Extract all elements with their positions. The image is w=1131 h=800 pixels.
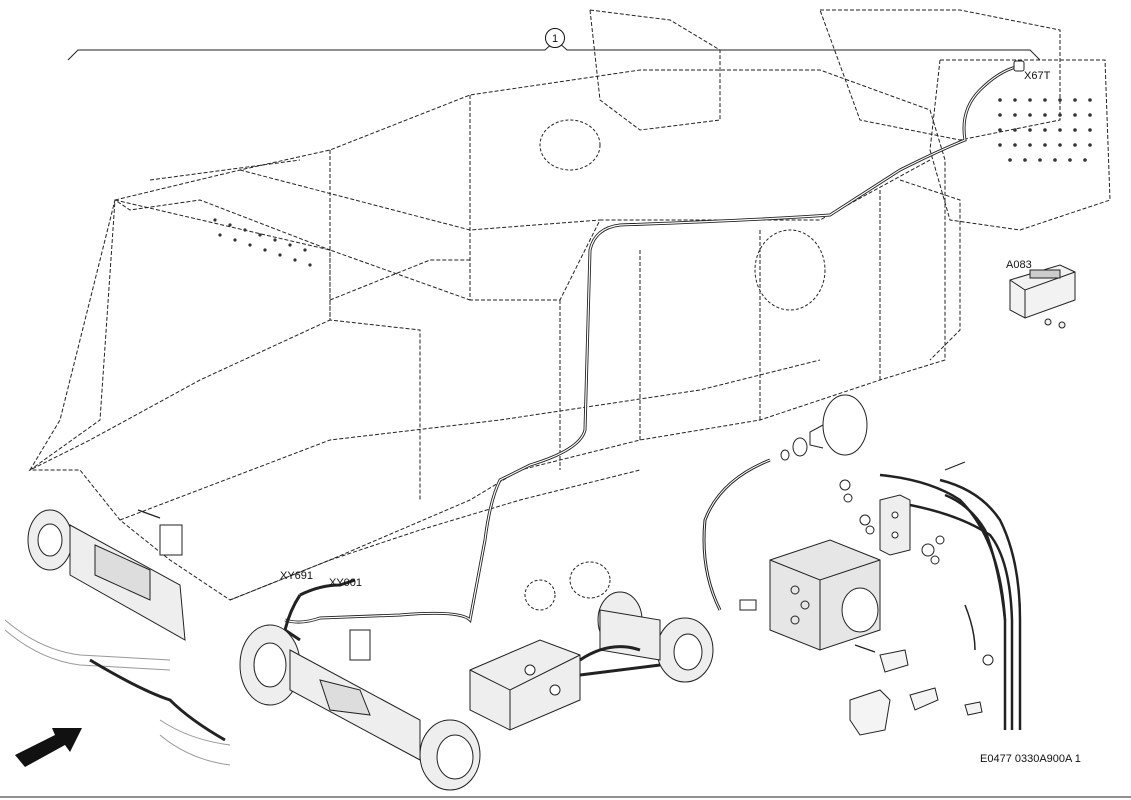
front-axle-center xyxy=(239,624,481,791)
panel-perforations xyxy=(213,98,1092,267)
chassis-frame xyxy=(28,9,1111,601)
hose-bundle xyxy=(879,473,1022,730)
cable-tie xyxy=(964,604,976,651)
steering-hoses xyxy=(4,619,231,766)
callout-number: 1 xyxy=(545,28,565,48)
connector-x67t xyxy=(1013,60,1025,72)
fitting-block xyxy=(879,494,911,556)
accumulator xyxy=(780,394,868,461)
hydraulic-pump xyxy=(769,539,881,651)
xy001-branch-hose xyxy=(299,578,356,597)
label-x67t: X67T xyxy=(1024,70,1051,82)
front-axle-left xyxy=(27,509,186,641)
frame-cutouts xyxy=(524,119,826,611)
label-xy001: XY001 xyxy=(329,577,363,589)
small-fittings xyxy=(739,479,994,666)
wheel-motor xyxy=(597,591,714,683)
label-xy691: XY691 xyxy=(280,570,314,582)
bolts xyxy=(137,461,966,653)
drawing-reference: E0477 0330A900A 1 xyxy=(980,753,1081,765)
mounting-brackets xyxy=(849,649,983,736)
front-direction-arrow xyxy=(15,728,82,767)
main-hose-inner xyxy=(284,65,1021,623)
valve-block xyxy=(469,639,661,731)
steering-hose-dark xyxy=(89,658,226,742)
pump-hose-loop xyxy=(702,458,771,611)
module-a083 xyxy=(1009,264,1076,329)
pump-hose-loop-inner xyxy=(703,459,771,611)
label-a083: A083 xyxy=(1006,259,1032,271)
